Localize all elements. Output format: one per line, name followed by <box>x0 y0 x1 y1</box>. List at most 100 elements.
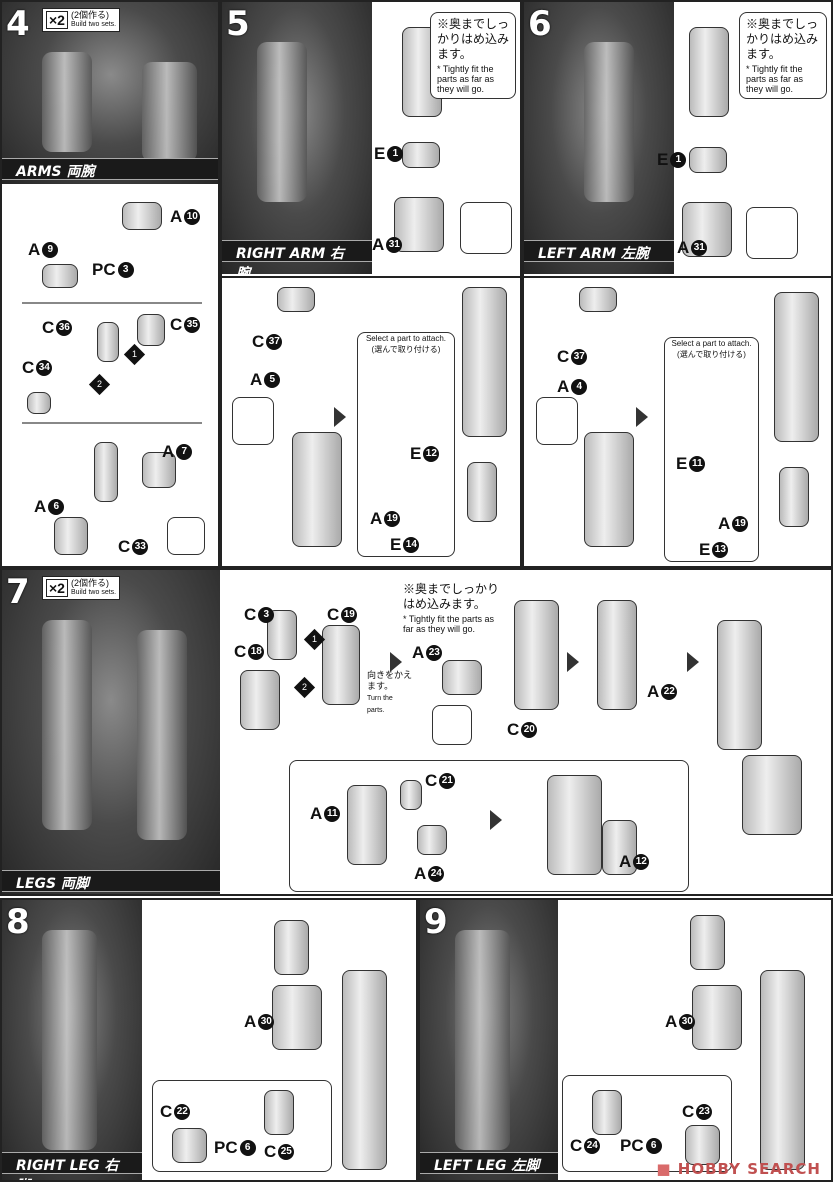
select-box: Select a part to attach.(選んで取り付ける) <box>357 332 455 557</box>
watermark: ■ HOBBY SEARCH <box>656 1160 821 1178</box>
badge-en: Build two sets. <box>70 589 117 596</box>
foot-subassembly-box <box>289 760 689 892</box>
left-arm-banner: LEFT ARM 左腕 <box>524 240 674 262</box>
watermark-text: HOBBY SEARCH <box>677 1160 821 1178</box>
leg-image <box>42 930 97 1150</box>
joint-part <box>400 780 422 810</box>
arm-image <box>142 62 197 162</box>
arm-image <box>257 42 307 202</box>
arrow-icon <box>334 407 346 427</box>
divider <box>22 422 202 424</box>
select-jp: (選んで取り付ける) <box>371 345 441 354</box>
select-en: Select a part to attach. <box>671 339 752 348</box>
sequence-marker: 2 <box>293 676 316 699</box>
elbow-part <box>394 197 444 252</box>
thigh-armor-part <box>272 985 322 1050</box>
leg-image <box>455 930 510 1150</box>
hand-part <box>277 287 315 312</box>
badge-jp: (2個作る) <box>70 10 109 20</box>
shin-part <box>514 600 559 710</box>
ankle-part <box>172 1128 207 1163</box>
leg-assembly <box>717 620 762 750</box>
step-9-photo: 9 LEFT LEG 左脚 <box>420 900 558 1180</box>
select-jp: (選んで取り付ける) <box>677 350 746 359</box>
joint-part <box>137 314 165 346</box>
sequence-marker: 1 <box>123 343 146 366</box>
badge-jp: (2個作る) <box>70 578 109 588</box>
hand-part <box>467 462 497 522</box>
badge-en: Build two sets. <box>70 21 117 28</box>
leg-assembly <box>342 970 387 1170</box>
arm-assembly <box>462 287 507 437</box>
arrow-icon <box>567 652 579 672</box>
step-number: 7 <box>6 572 30 612</box>
cover-part <box>240 670 280 730</box>
detail-box <box>746 207 798 259</box>
leg-assembly <box>760 970 805 1170</box>
step-7-panel: 7 ×2(2個作る)Build two sets. LEGS 両脚 ※奥までしっ… <box>0 568 833 896</box>
watermark-logo-icon: ■ <box>656 1160 678 1178</box>
arrow-icon <box>636 407 648 427</box>
detail-box <box>232 397 274 445</box>
right-arm-banner: RIGHT ARM 右腕 <box>222 240 372 274</box>
detail-box <box>536 397 578 445</box>
detail-box <box>152 1080 332 1172</box>
fit-note: ※奥までしっかりはめ込みます。* Tightly fit the parts a… <box>403 582 500 634</box>
step-4-photo: 4 ×2(2個作る)Build two sets. ARMS 両腕 <box>2 2 218 184</box>
thigh-armor-part <box>692 985 742 1050</box>
shin-assembly <box>597 600 637 710</box>
divider <box>524 276 831 278</box>
detail-box <box>562 1075 732 1172</box>
hand-part <box>122 202 162 230</box>
arrow-icon <box>490 810 502 830</box>
arrow-icon <box>687 652 699 672</box>
step-5-photo: 5 RIGHT ARM 右腕 <box>222 2 372 274</box>
divider <box>22 302 202 304</box>
build-two-badge: ×2(2個作る)Build two sets. <box>42 8 121 32</box>
joint-part <box>264 1090 294 1135</box>
foot-part <box>547 775 602 875</box>
forearm-part <box>292 432 342 547</box>
legs-banner: LEGS 両脚 <box>2 870 220 892</box>
hand-part <box>779 467 809 527</box>
fit-note: ※奥までしっかりはめ込みます。* Tightly fit the parts a… <box>430 12 516 99</box>
knee-part <box>274 920 309 975</box>
left-leg-banner: LEFT LEG 左脚 <box>420 1152 558 1174</box>
step-number: 4 <box>6 4 30 44</box>
arm-assembly <box>774 292 819 442</box>
multiplier: ×2 <box>46 579 68 597</box>
divider <box>222 276 520 278</box>
shin-part <box>322 625 360 705</box>
